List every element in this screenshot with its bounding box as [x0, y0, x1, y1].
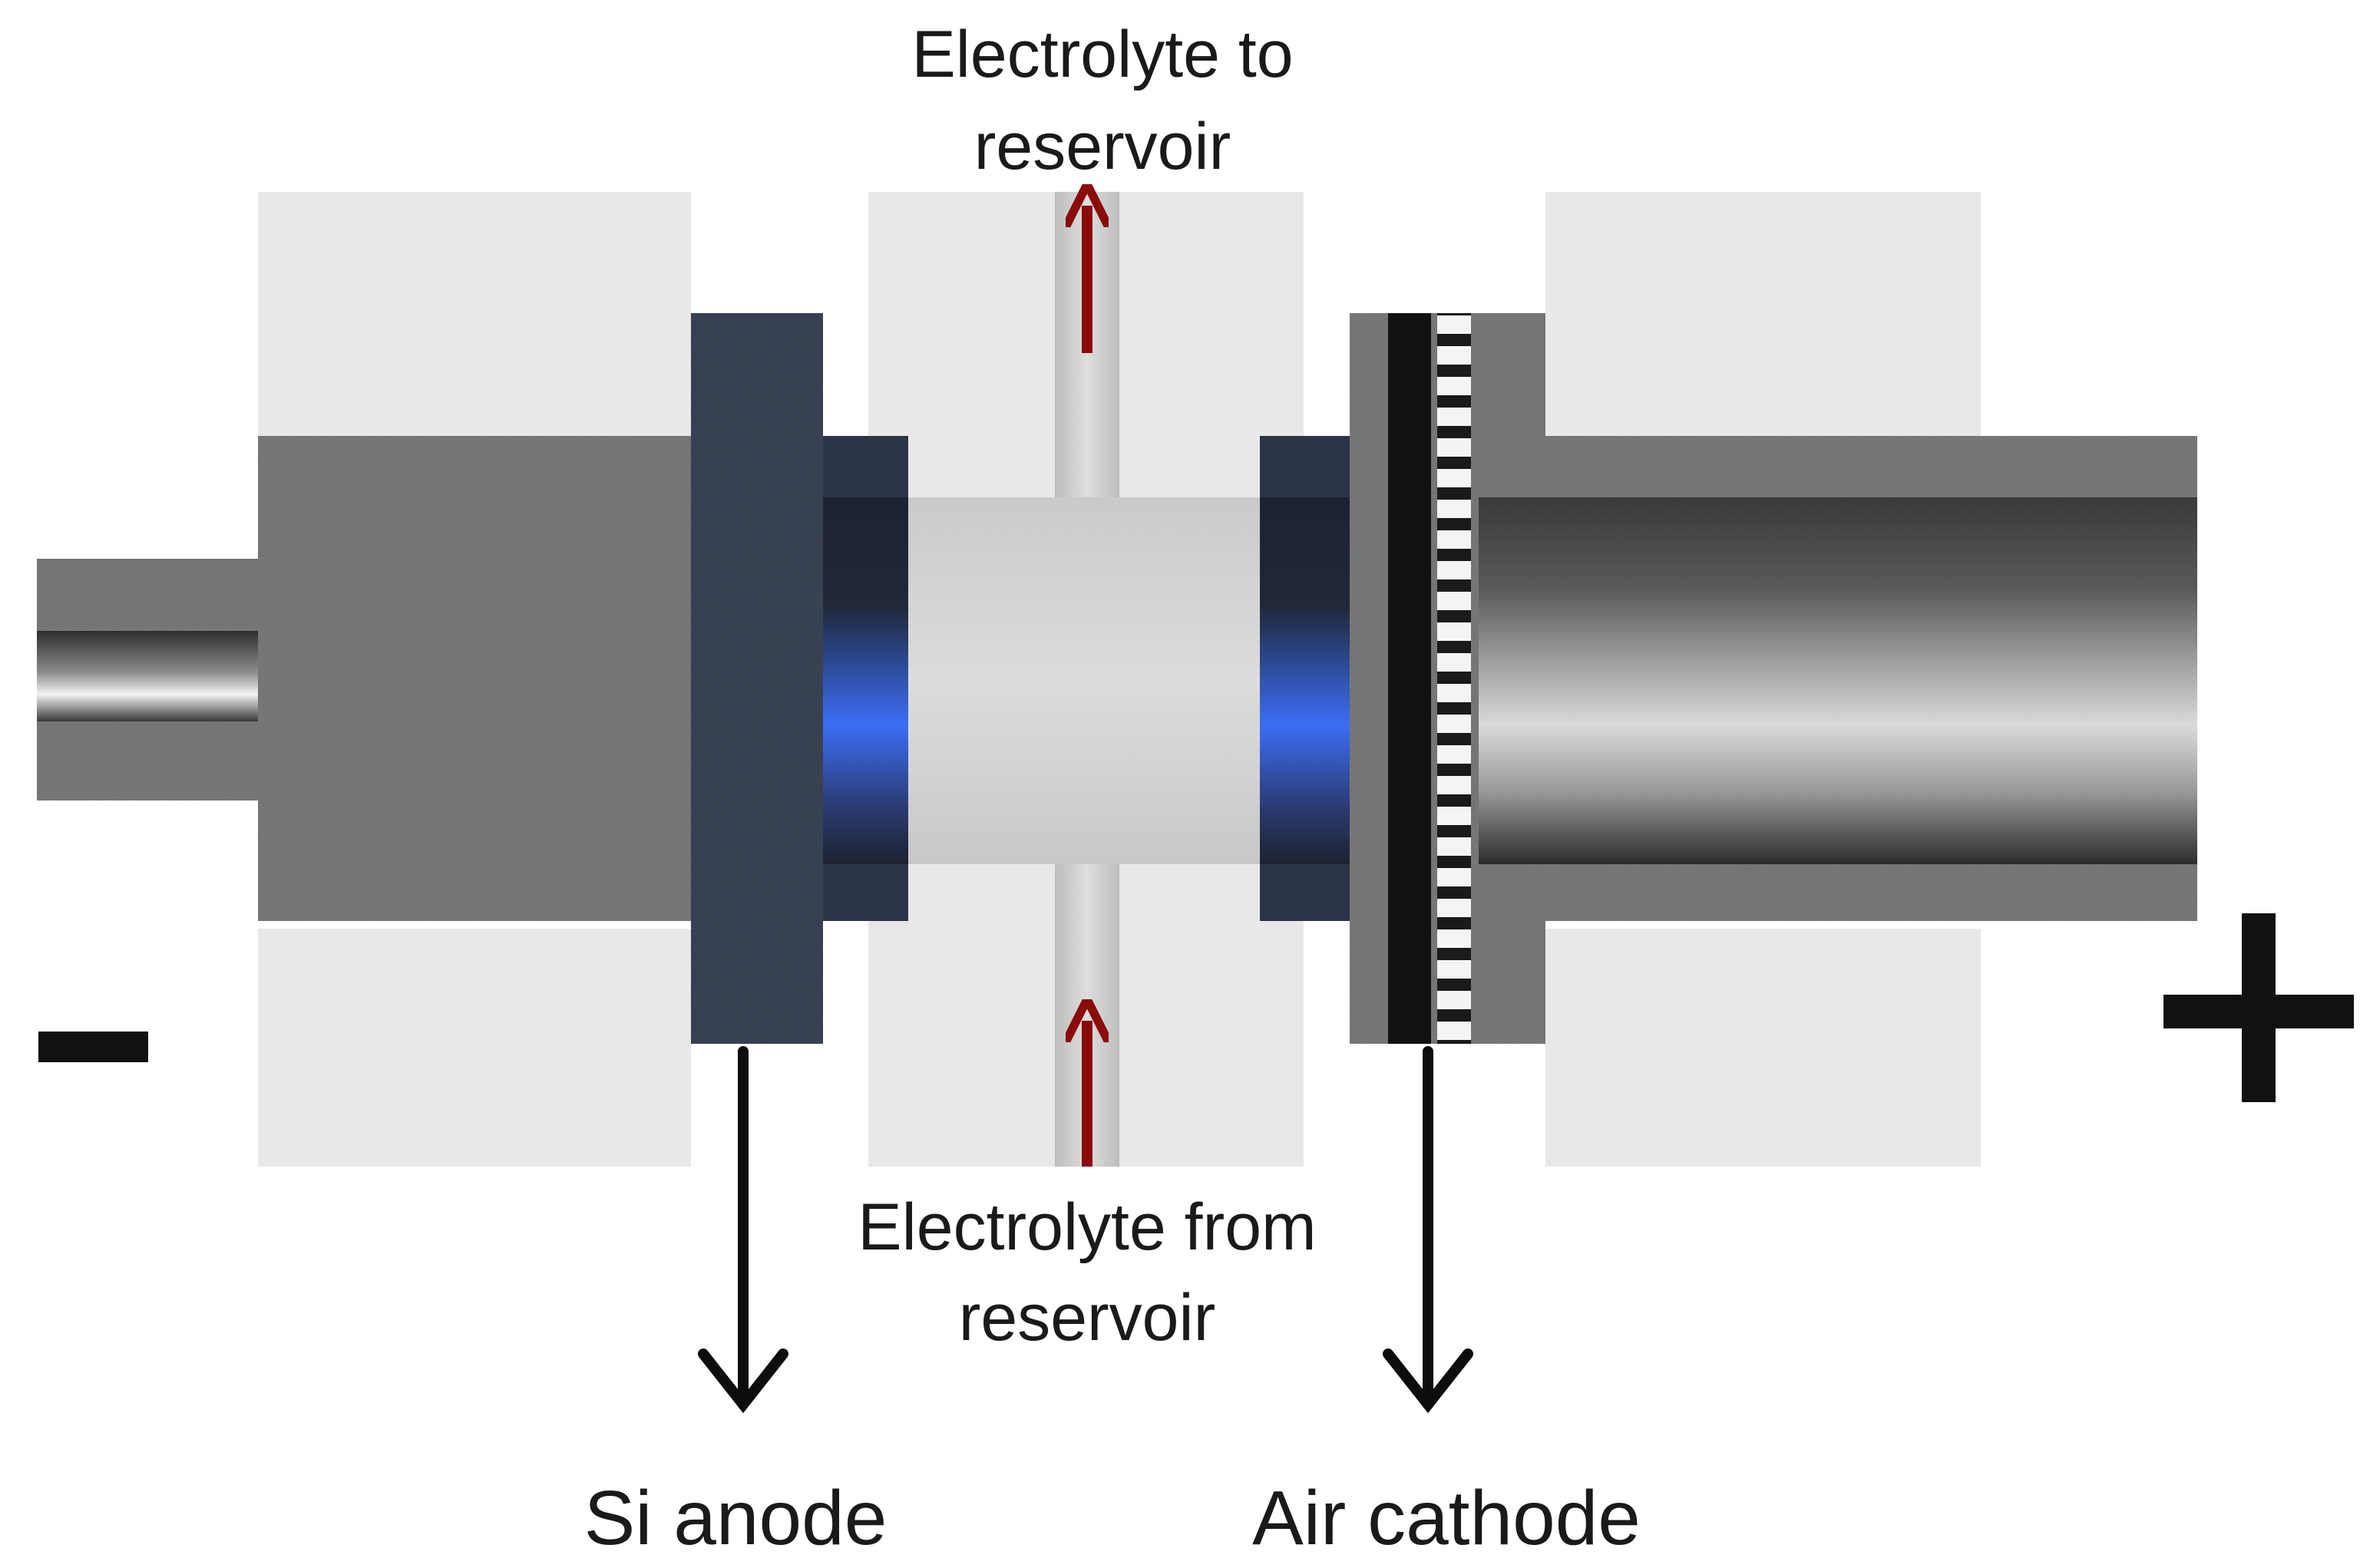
right-housing-bottom	[1545, 929, 1981, 1167]
electrolyte-to-label-line2: reservoir	[974, 110, 1231, 183]
cathode-layer-black	[1388, 313, 1431, 1044]
si-anode-plate	[691, 313, 823, 1044]
plus-sign	[2163, 913, 2354, 1102]
si-anode-label: Si anode	[584, 1475, 888, 1561]
cathode-gas-diffusion-teeth	[1437, 313, 1471, 1044]
negative-terminal-rod	[37, 631, 258, 721]
anode-blue-glow	[823, 497, 908, 864]
minus-sign	[38, 1032, 148, 1062]
cathode-blue-glow	[1260, 497, 1350, 864]
air-inlet-cylinder	[1479, 497, 2197, 864]
air-cathode-assembly	[1350, 313, 1545, 1044]
left-housing-bottom	[258, 929, 691, 1167]
positive-current-collector	[1471, 436, 2197, 921]
negative-current-collector	[37, 436, 697, 921]
electrolyte-chamber	[908, 497, 1260, 864]
air-cathode-label: Air cathode	[1252, 1475, 1641, 1561]
electrolyte-to-label-line1: Electrolyte to	[911, 18, 1293, 91]
right-housing-top	[1545, 192, 1981, 437]
left-housing-top	[258, 192, 691, 437]
air-cathode-pointer	[1383, 1046, 1473, 1414]
si-anode-pointer	[698, 1046, 788, 1414]
electrolyte-from-label-line2: reservoir	[959, 1281, 1216, 1355]
electrolyte-from-label-line1: Electrolyte from	[858, 1190, 1316, 1264]
